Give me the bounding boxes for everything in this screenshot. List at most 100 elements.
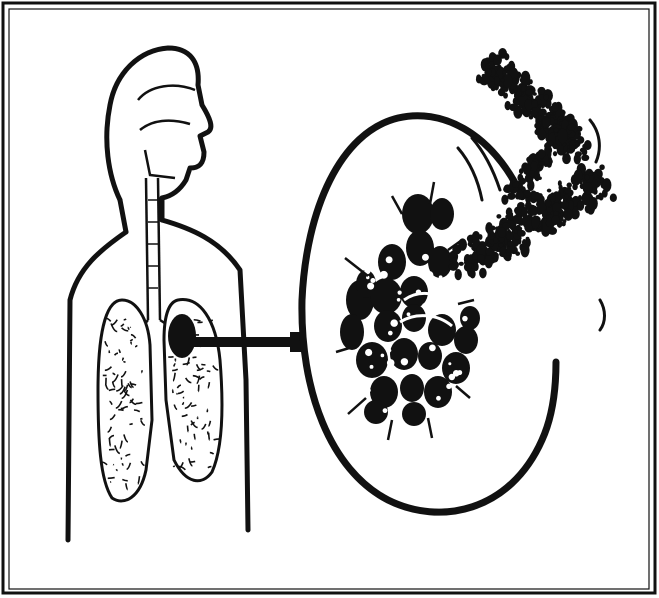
stream-particle	[502, 87, 506, 90]
bronchiole	[108, 478, 115, 479]
bronchiole	[214, 439, 220, 440]
stream-particle	[558, 129, 568, 144]
particle-speck	[446, 384, 451, 389]
stream-particle	[477, 254, 484, 261]
stream-particle	[470, 268, 474, 272]
particle-speck	[462, 316, 468, 322]
particle-speck	[401, 358, 408, 365]
stream-particle	[459, 262, 464, 266]
bronchiole	[198, 385, 199, 392]
bronchiole	[207, 409, 208, 412]
particle-speck	[429, 280, 436, 287]
dust-particle	[356, 342, 388, 378]
dust-particle-cluster	[336, 182, 480, 440]
stream-particle	[521, 84, 526, 92]
stream-particle	[503, 92, 508, 98]
stream-particle	[515, 251, 520, 255]
stream-particle	[504, 53, 509, 60]
particle-speck	[371, 267, 378, 274]
stream-particle	[554, 128, 558, 133]
stream-particle	[519, 183, 523, 189]
stream-particle	[512, 182, 520, 188]
head-airway	[138, 86, 195, 178]
dust-particle	[400, 374, 424, 402]
stream-particle	[500, 246, 506, 255]
stream-particle	[581, 148, 587, 155]
bronchiole	[188, 426, 189, 432]
stream-particle	[561, 201, 569, 209]
stream-particle	[531, 100, 538, 108]
bronchiole	[176, 394, 177, 395]
stream-particle	[582, 195, 590, 205]
particle-speck	[417, 363, 420, 366]
stream-particle	[558, 180, 562, 186]
stream-particle	[468, 238, 473, 244]
stream-particle	[452, 257, 457, 265]
particle-speck	[365, 349, 372, 356]
particle-spike	[456, 386, 470, 398]
particle-speck	[466, 249, 469, 252]
stream-particle	[549, 140, 553, 145]
stream-particle	[479, 268, 487, 279]
particle-speck	[367, 283, 374, 290]
particle-speck	[388, 331, 393, 336]
stream-particle	[547, 189, 552, 193]
stream-particle	[479, 234, 483, 240]
particle-spike	[345, 258, 368, 276]
bronchiole	[131, 342, 132, 344]
stream-particle	[513, 78, 517, 84]
stream-particle	[586, 190, 592, 195]
stream-particle	[537, 129, 546, 141]
particle-speck	[370, 278, 375, 283]
bronchiole	[124, 319, 126, 320]
stream-particle	[458, 238, 467, 250]
bronchiole	[121, 458, 122, 460]
bronchiole	[191, 447, 192, 450]
particle-spike	[458, 300, 474, 304]
bronchiole	[180, 439, 181, 442]
stream-particle	[506, 66, 510, 71]
particle-speck	[387, 359, 395, 367]
particle-spike	[428, 418, 432, 438]
stream-particle	[538, 177, 542, 180]
particle-speck	[407, 312, 411, 316]
stream-particle	[551, 102, 558, 112]
particle-speck	[426, 271, 434, 279]
bronchiole	[129, 424, 132, 425]
stream-particle	[549, 159, 553, 164]
stream-particle	[534, 123, 540, 129]
particle-speck	[422, 303, 428, 309]
stream-particle	[544, 143, 549, 149]
stream-particle	[554, 132, 558, 136]
stream-particle	[575, 151, 582, 157]
stream-particle	[517, 230, 526, 237]
stream-particle	[496, 214, 501, 219]
bronchiole	[122, 379, 123, 386]
dust-particle	[454, 326, 478, 354]
magnifier-circle	[302, 116, 556, 512]
stream-particle	[500, 78, 505, 82]
stream-particle	[599, 164, 604, 170]
stream-particle	[538, 149, 546, 159]
stream-particle	[494, 253, 499, 257]
particle-speck	[386, 256, 393, 263]
particle-spike	[388, 420, 392, 440]
stream-particle	[570, 145, 575, 151]
bronchiole	[207, 371, 211, 372]
particle-speck	[418, 334, 425, 341]
bronchiole	[209, 433, 210, 440]
particle-speck	[448, 362, 451, 365]
stream-particle	[520, 178, 525, 183]
stream-particle	[537, 87, 545, 95]
particle-speck	[390, 319, 398, 327]
stream-particle	[505, 101, 511, 110]
stream-particle	[561, 222, 565, 227]
particle-speck	[453, 370, 460, 377]
stream-particle	[552, 215, 560, 225]
border-frame	[3, 3, 655, 593]
stream-particle	[577, 136, 584, 144]
stream-particle	[519, 168, 523, 174]
stream-particle	[558, 145, 564, 154]
dust-particle	[402, 402, 426, 426]
stream-particle	[498, 243, 503, 247]
